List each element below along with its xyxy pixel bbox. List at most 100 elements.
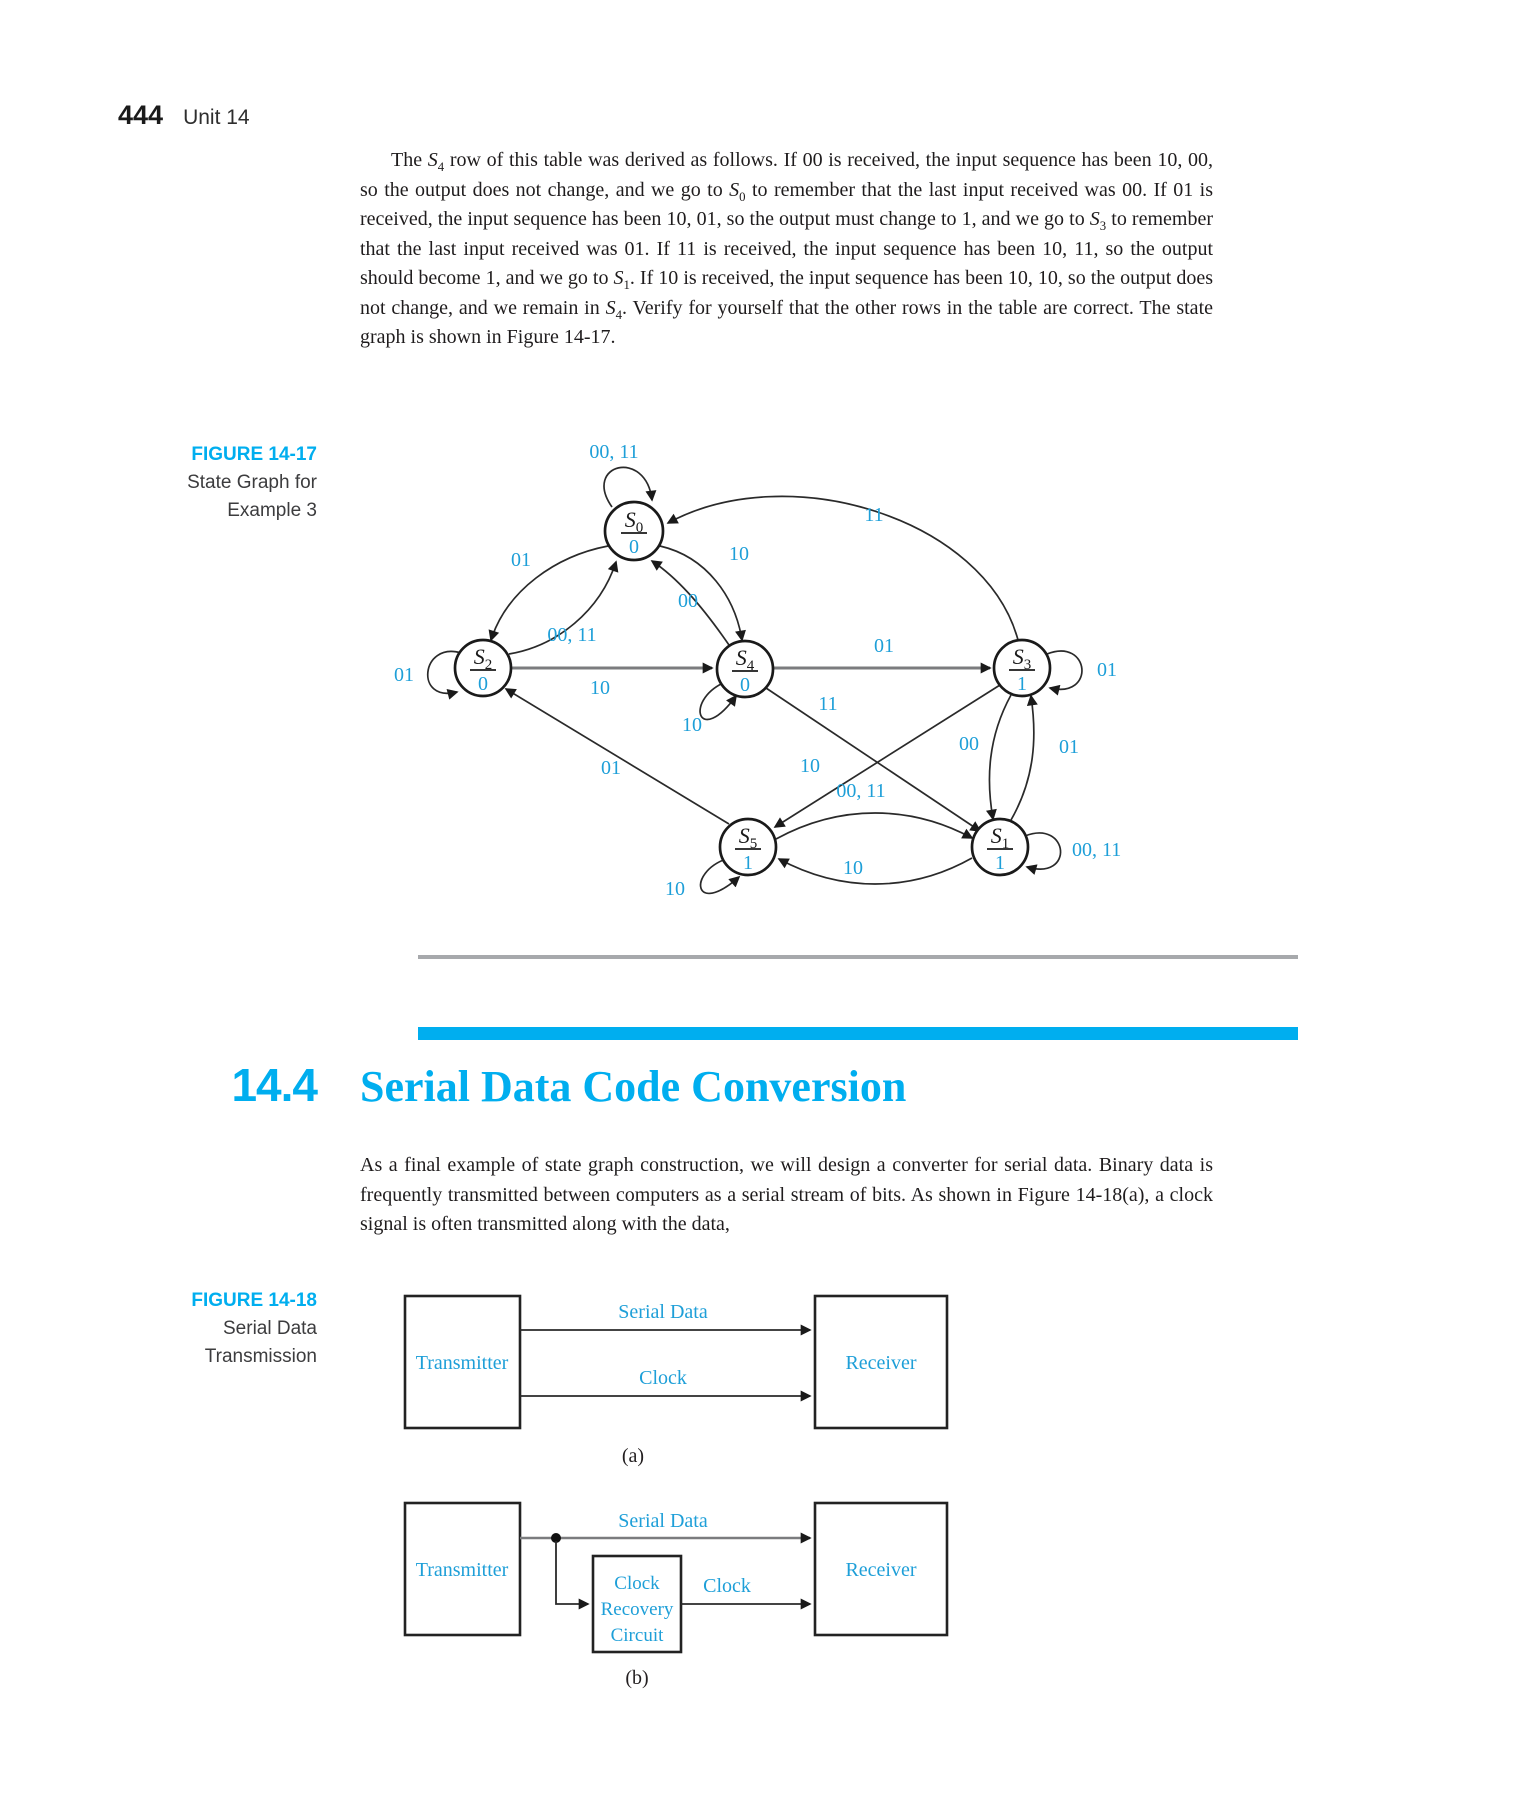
edge-label-s3-s0: 11 [864, 504, 883, 526]
state-node-s3: S3 1 [992, 638, 1052, 698]
edge-s3-s0 [666, 495, 1019, 641]
state-output: 0 [740, 674, 750, 696]
figure-14-18-label: FIGURE 14-18 [191, 1290, 317, 1311]
edge-label-s2-self: 01 [394, 664, 414, 686]
edge-label-s0-self: 00, 11 [589, 441, 638, 463]
edge-label-s4-self: 10 [682, 714, 702, 736]
edge-s1-self [1024, 832, 1062, 875]
state-circle [453, 638, 513, 698]
junction-dot [551, 1533, 561, 1543]
edge-s0-self [603, 466, 657, 508]
edge-s5-s1 [775, 812, 974, 840]
state-circle [718, 817, 778, 877]
state-output: 0 [478, 673, 488, 695]
edge-label-s1-self: 00, 11 [1072, 839, 1121, 861]
clock-recovery-label-line: Circuit [611, 1625, 664, 1646]
page-number: 444 [118, 100, 164, 130]
subfigure-tag-a: (a) [622, 1445, 644, 1467]
edge-label-s0-s4: 10 [729, 543, 749, 565]
clock-recovery-label-line: Recovery [601, 1599, 674, 1620]
transmitter-label: Transmitter [416, 1352, 509, 1374]
figure-14-17-label: FIGURE 14-17 [191, 444, 317, 465]
receiver-box [813, 1501, 949, 1637]
svg-text:S1: S1 [991, 823, 1010, 852]
state-circle [970, 817, 1030, 877]
edge-label-s0-s2: 01 [511, 549, 531, 571]
state-output: 1 [995, 852, 1005, 874]
edge-s3-self [1046, 650, 1083, 696]
edge-s0-s2 [488, 545, 609, 642]
edge-label-s1-s3: 01 [1059, 736, 1079, 758]
svg-text:S0: S0 [625, 507, 644, 536]
clock-label: Clock [703, 1575, 751, 1597]
state-node-s1: S1 1 [970, 817, 1030, 877]
edge-label-s4-s1: 11 [818, 693, 837, 715]
figure-14-18b: Transmitter Receiver Serial Data Clock R… [403, 1501, 949, 1689]
edge-label-s5-self: 10 [665, 878, 685, 900]
section-accent-bar [418, 1027, 1298, 1040]
section-title: Serial Data Code Conversion [360, 1062, 907, 1111]
serial-data-label: Serial Data [618, 1301, 708, 1323]
figure-14-18-caption-line: Serial Data [223, 1318, 317, 1339]
clock-recovery-label-line: Clock [614, 1573, 660, 1594]
unit-label: Unit 14 [183, 106, 250, 129]
page-header: 444 Unit 14 [118, 100, 250, 131]
svg-text:S4: S4 [736, 645, 755, 674]
serial-data-label: Serial Data [618, 1510, 708, 1532]
edge-s3-s5 [773, 684, 1001, 828]
subfigure-tag-b: (b) [625, 1667, 648, 1689]
edge-s3-s1 [985, 694, 1012, 821]
edge-label-s4-s0: 00 [678, 590, 698, 612]
edge-label-s3-s5: 10 [800, 755, 820, 777]
branch-wire [555, 1541, 590, 1610]
edge-label-s3-s1: 00 [959, 733, 979, 755]
edge-s2-self [426, 650, 462, 700]
figure-14-17-caption: FIGURE 14-17 State Graph for Example 3 [100, 441, 317, 525]
receiver-label: Receiver [845, 1352, 916, 1374]
transmitter-box [403, 1294, 522, 1430]
paragraph-2: As a final example of state graph constr… [360, 1154, 1213, 1235]
figure-14-18-caption: FIGURE 14-18 Serial Data Transmission [100, 1287, 317, 1371]
svg-text:S2: S2 [474, 644, 493, 673]
section-number: 14.4 [231, 1059, 318, 1111]
edge-s1-s5 [777, 857, 973, 885]
receiver-box [813, 1294, 949, 1430]
transmitter-label: Transmitter [416, 1559, 509, 1581]
state-node-s2: S2 0 [453, 638, 513, 698]
svg-text:S3: S3 [1013, 644, 1032, 673]
figure-14-17-caption-line: State Graph for [187, 472, 317, 493]
edge-label-s5-s2: 01 [601, 757, 621, 779]
paragraph-1: The S4 row of this table was derived as … [360, 149, 1214, 348]
state-output: 1 [743, 852, 753, 874]
figure-14-18-caption-line: Transmission [204, 1346, 317, 1367]
clock-label: Clock [639, 1367, 687, 1389]
figure-14-17-state-graph: 00, 11 01 00, 11 10 00 01 10 10 01 01 11… [394, 441, 1121, 900]
edge-label-s2-s4: 10 [590, 677, 610, 699]
edge-label-s5-s1: 00, 11 [836, 780, 885, 802]
state-circle [603, 500, 665, 562]
state-circle [992, 638, 1052, 698]
edge-label-s1-s5: 10 [843, 857, 863, 879]
figure-14-18a: Transmitter Receiver Serial Data Clock (… [403, 1294, 949, 1467]
state-node-s4: S4 0 [715, 639, 775, 699]
edge-s2-s0 [508, 560, 619, 655]
figure-14-17-caption-line: Example 3 [227, 500, 317, 521]
state-node-s0: S0 0 [603, 500, 665, 562]
edge-s4-self [699, 682, 737, 721]
state-circle [715, 639, 775, 699]
edge-label-s4-s3: 01 [874, 635, 894, 657]
receiver-label: Receiver [845, 1559, 916, 1581]
clock-recovery-box [591, 1554, 683, 1654]
state-output: 1 [1017, 673, 1027, 695]
section-divider-rule [418, 955, 1298, 959]
edge-s4-s0 [650, 560, 730, 646]
state-node-s5: S5 1 [718, 817, 778, 877]
edge-s4-s1 [765, 687, 982, 832]
svg-text:S5: S5 [739, 823, 758, 852]
state-output: 0 [629, 536, 639, 558]
edge-s0-s4 [659, 545, 746, 642]
edge-label-s3-self: 01 [1097, 659, 1117, 681]
transmitter-box [403, 1501, 522, 1637]
edge-s5-self [699, 858, 741, 895]
